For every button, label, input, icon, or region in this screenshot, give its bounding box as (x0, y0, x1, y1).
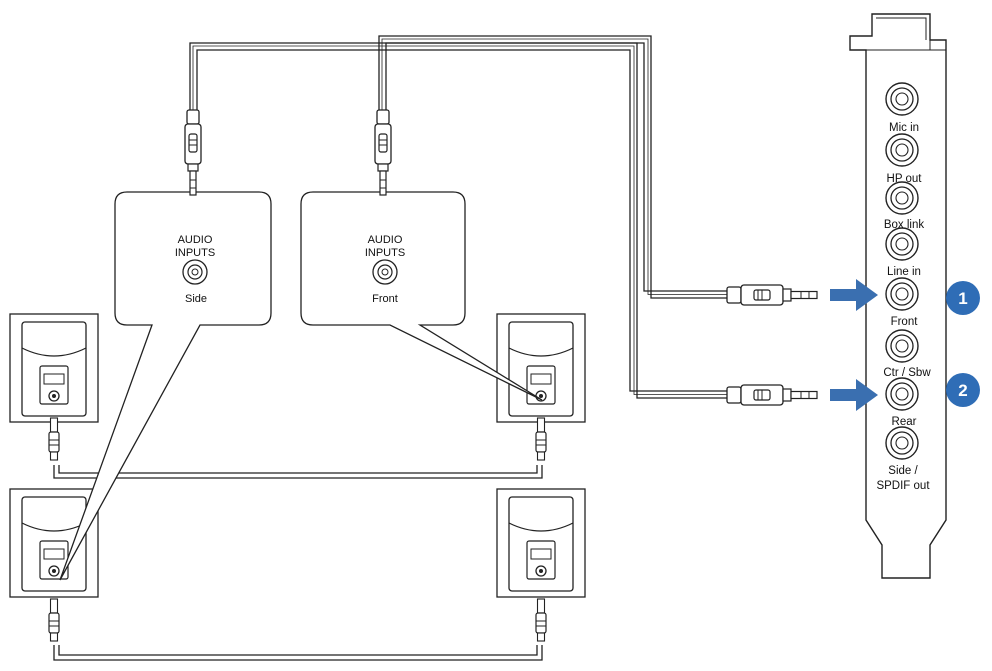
speaker-link-plug (535, 598, 547, 642)
front-input-plug (374, 109, 392, 196)
port-front-jack (885, 277, 919, 311)
badge-2: 2 (946, 373, 980, 407)
plug-front (726, 284, 818, 306)
speaker-side-right (496, 488, 586, 598)
plug-rear (726, 384, 818, 406)
speaker-front-left (9, 313, 99, 423)
cable-front (378, 35, 727, 299)
callout-side (59, 191, 272, 581)
front-box-line2: INPUTS (365, 247, 405, 259)
port-mic-in-jack (885, 82, 919, 116)
speaker-link-cable-bottom (53, 645, 543, 661)
speaker-front-right (496, 313, 586, 423)
cable-side (189, 42, 727, 399)
port-label-ctr-sbw: Ctr / Sbw (883, 367, 931, 379)
side-box-line1: AUDIO (178, 234, 213, 246)
speaker-link-cable-top (53, 465, 543, 479)
port-label-hp-out: HP out (887, 173, 923, 185)
speaker-side-left (9, 488, 99, 598)
port-ctr-sbw-jack (885, 329, 919, 363)
front-box-line1: AUDIO (368, 234, 403, 246)
side-jack-label: Side (185, 293, 207, 305)
port-label-line-in: Line in (887, 266, 921, 278)
front-jack-label: Front (372, 293, 398, 305)
callout-front (300, 191, 543, 401)
badge-1: 1 (946, 281, 980, 315)
port-label-side: Side / (888, 465, 918, 477)
arrow-front (830, 279, 878, 311)
badge-2-number: 2 (958, 381, 967, 400)
port-label-mic-in: Mic in (889, 122, 919, 134)
port-label-rear: Rear (892, 416, 917, 428)
speaker-link-plug (48, 417, 60, 461)
port-label-spdif-out: SPDIF out (876, 480, 930, 492)
port-box-link-jack (885, 181, 919, 215)
front-input-jack (372, 259, 398, 285)
port-hp-out-jack (885, 133, 919, 167)
port-label-box-link: Box link (884, 219, 925, 231)
port-line-in-jack (885, 227, 919, 261)
port-label-front: Front (891, 316, 919, 328)
side-input-jack (182, 259, 208, 285)
speaker-link-plug (535, 417, 547, 461)
speaker-link-plug (48, 598, 60, 642)
side-box-line2: INPUTS (175, 247, 215, 259)
side-input-plug (184, 109, 202, 196)
port-rear-jack (885, 377, 919, 411)
arrow-rear (830, 379, 878, 411)
badge-1-number: 1 (958, 289, 967, 308)
port-side-jack (885, 426, 919, 460)
